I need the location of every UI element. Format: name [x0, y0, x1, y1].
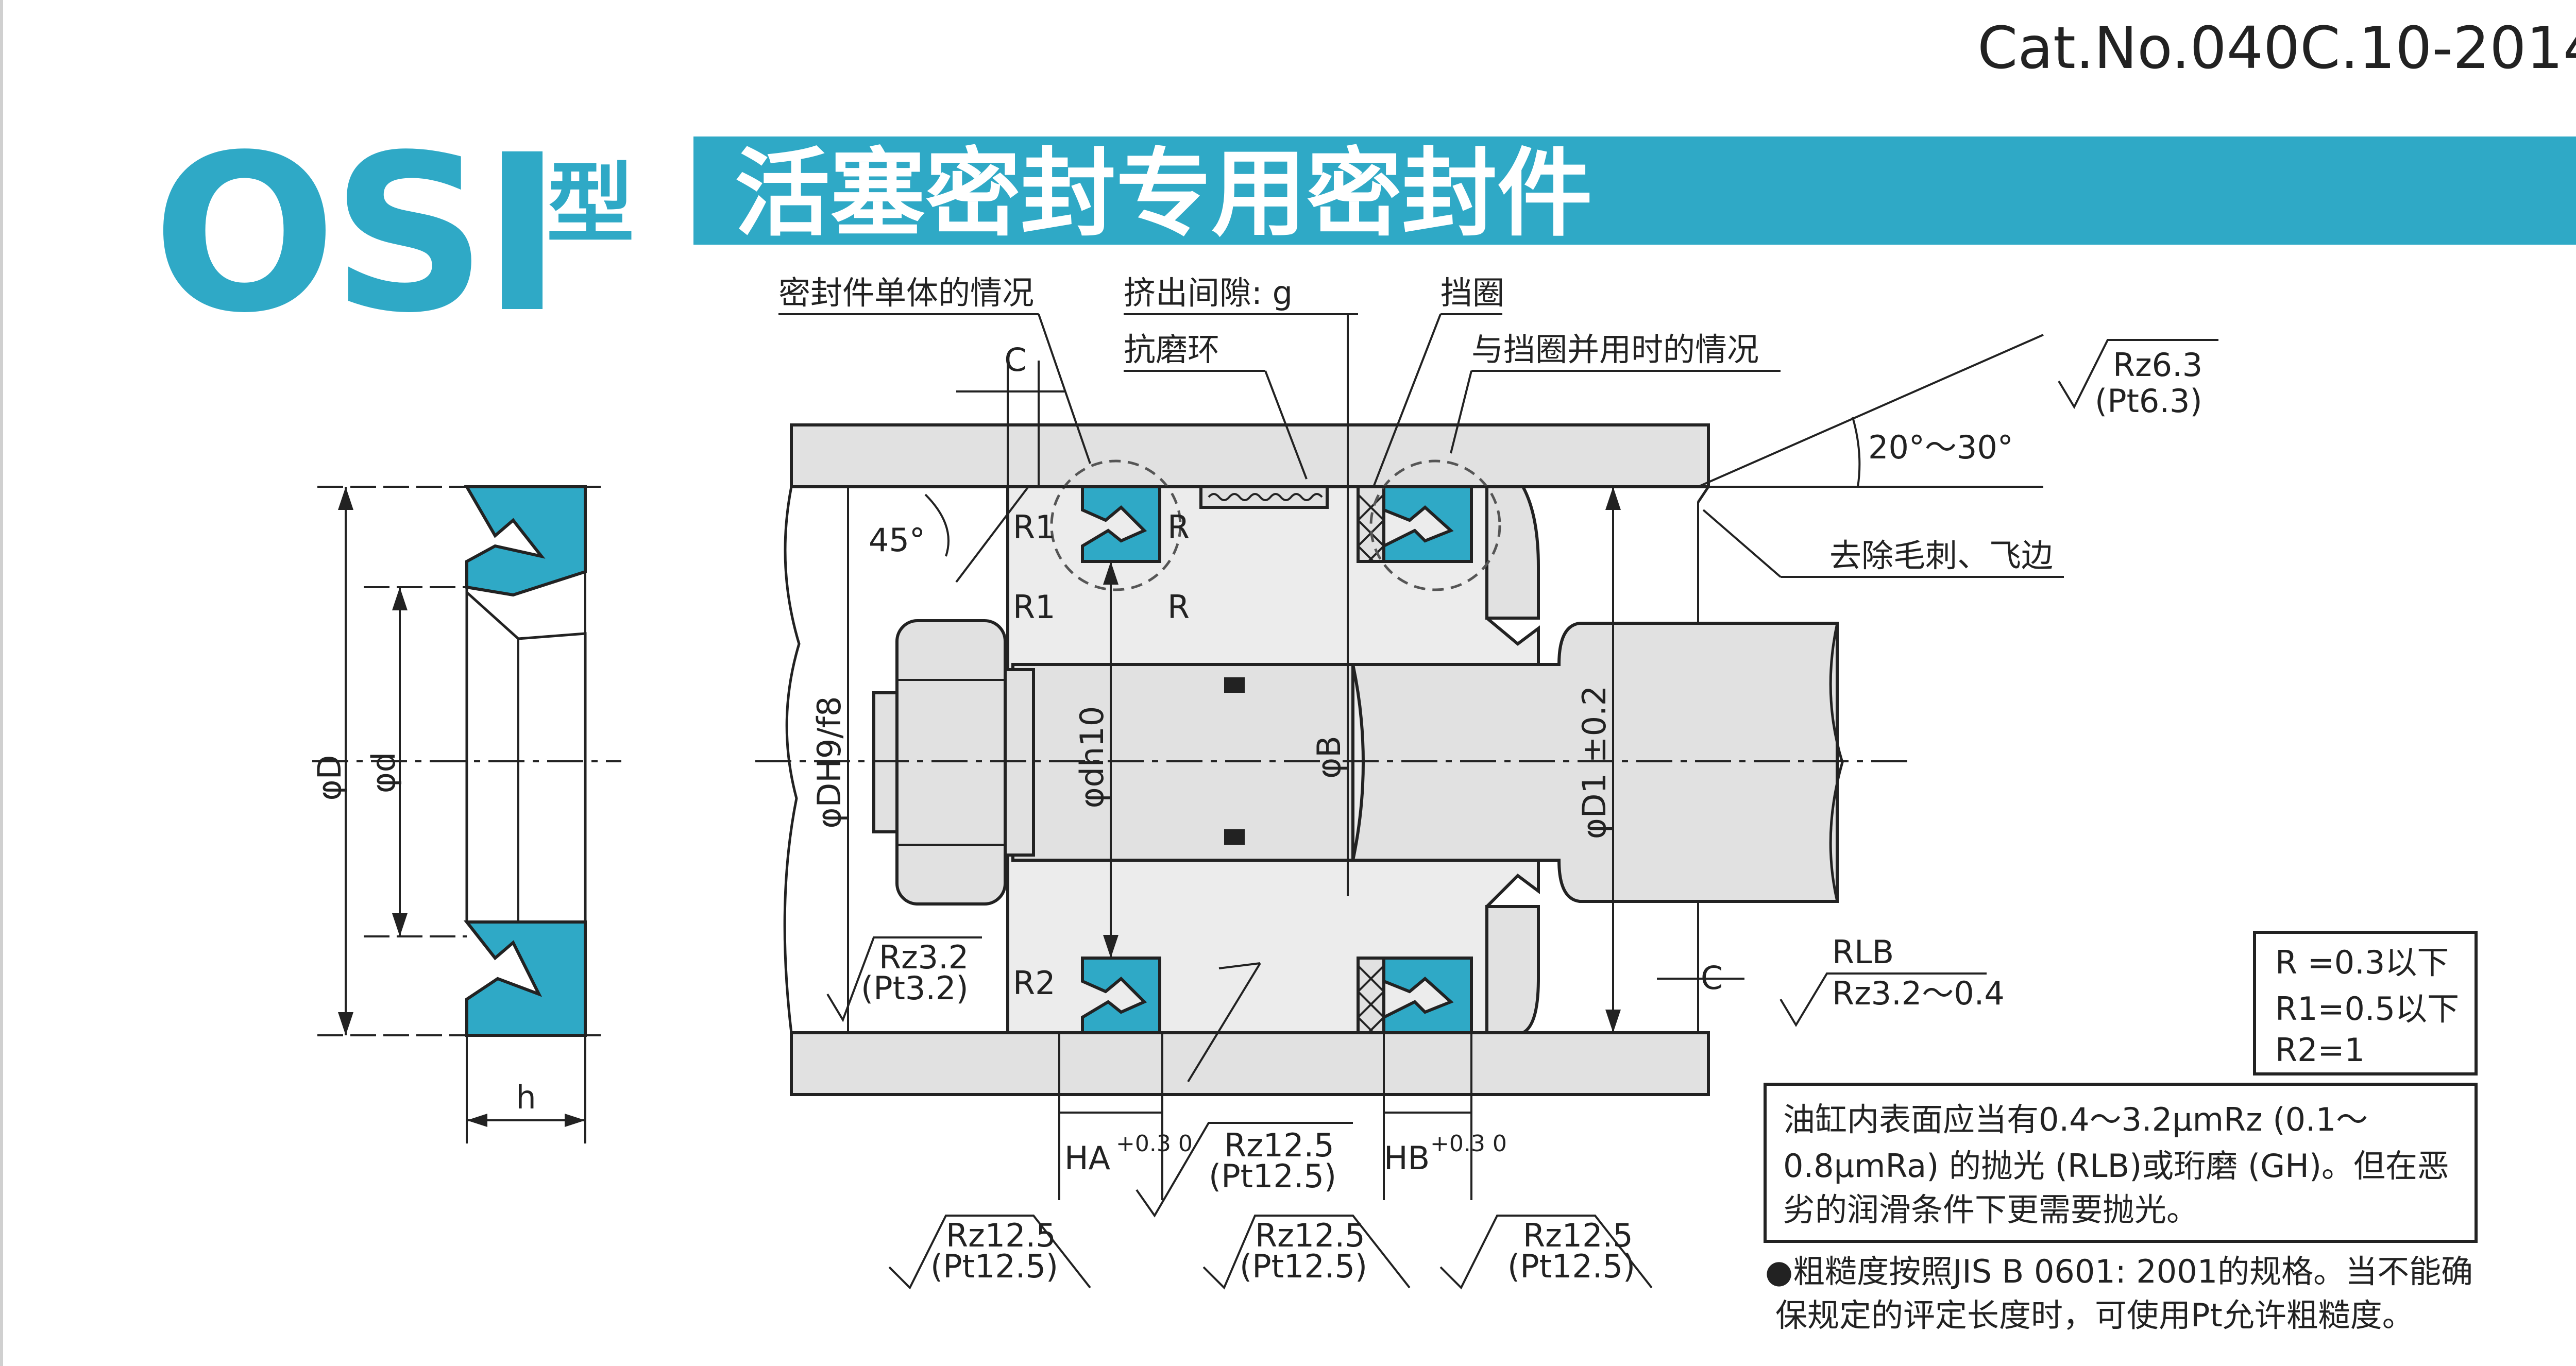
roughness-bottom-3-rz: Rz12.5: [1523, 1217, 1633, 1254]
footnote-line-1: ●粗糙度按照JIS B 0601: 2001的规格。当不能确: [1765, 1253, 2473, 1290]
roughness-left-mid-rz: Rz3.2: [879, 938, 969, 976]
note-box: 油缸内表面应当有0.4～3.2μmRz (0.1～ 0.8μmRa) 的抛光 (…: [1764, 1083, 2478, 1243]
cylinder-wall-top: [790, 423, 1710, 488]
seal-cross-section: φD φd h: [311, 485, 621, 1143]
radius-row-r: R =0.3以下: [2275, 944, 2449, 981]
label-r1-a: R1: [1013, 508, 1056, 546]
label-extrusion-gap: 挤出间隙: g: [1124, 274, 1293, 312]
dim-phi-DH9f8: φDH9/f8: [810, 696, 848, 829]
label-backup-ring: 挡圈: [1440, 274, 1504, 312]
roughness-left-mid: Rz3.2 (Pt3.2): [826, 936, 982, 1022]
label-deburr: 去除毛刺、飞边: [1829, 537, 2053, 574]
note-line-3: 劣的润滑条件下更需要抛光。: [1783, 1191, 2198, 1228]
dim-HA-tol: +0.3 0: [1116, 1131, 1193, 1157]
roughness-bottom-2-rz: Rz12.5: [1255, 1217, 1365, 1254]
label-c-right: C: [1701, 959, 1723, 997]
roughness-bottom-3: Rz12.5 (Pt12.5): [1439, 1215, 1653, 1290]
piston-seal-diagram: Cat.No.040C.10-2014 OSI 型 活塞密封专用密封件 φD φ…: [152, 15, 2576, 1334]
dim-phi-d: φd: [365, 752, 402, 793]
dim-HA: HA: [1064, 1139, 1110, 1177]
roughness-bottom-2-pt: (Pt12.5): [1240, 1248, 1367, 1285]
dim-phi-B: φB: [1310, 736, 1348, 778]
roughness-mid-upper-pt: (Pt12.5): [1209, 1157, 1336, 1195]
label-wear-ring: 抗磨环: [1124, 331, 1219, 368]
roughness-right-rlb: RLB Rz3.2～0.4: [1780, 933, 2005, 1027]
dim-phi-D1: φD1 ±0.2: [1575, 686, 1613, 839]
assembly-view: [755, 423, 1909, 1096]
note-line-1: 油缸内表面应当有0.4～3.2μmRz (0.1～: [1783, 1101, 2368, 1138]
dim-HB-tol: +0.3 0: [1430, 1131, 1507, 1157]
radius-row-r2: R2=1: [2275, 1031, 2365, 1069]
roughness-top-right-pt: (Pt6.3): [2095, 382, 2202, 420]
roughness-top-right: Rz6.3 (Pt6.3): [2058, 339, 2218, 420]
seal-top-right: [1382, 485, 1473, 563]
seal-section-bottom: [463, 920, 587, 1037]
seal-bottom-left: [1081, 957, 1161, 1034]
page-title: 活塞密封专用密封件: [735, 138, 1592, 249]
roughness-bottom-1-pt: (Pt12.5): [930, 1248, 1058, 1285]
note-line-2: 0.8μmRa) 的抛光 (RLB)或珩磨 (GH)。但在恶: [1783, 1147, 2449, 1185]
label-c-top: C: [1004, 341, 1026, 379]
radius-row-r1: R1=0.5以下: [2275, 990, 2459, 1028]
label-rlb: RLB: [1832, 933, 1894, 971]
label-single-seal: 密封件单体的情况: [778, 274, 1034, 312]
seal-bottom-right: [1382, 957, 1473, 1034]
label-r1-b: R1: [1013, 588, 1056, 626]
roughness-bottom-3-pt: (Pt12.5): [1507, 1248, 1635, 1285]
o-ring-top: [1224, 677, 1245, 693]
dim-h: h: [516, 1079, 536, 1116]
roughness-top-right-rz: Rz6.3: [2113, 346, 2202, 384]
dim-HB: HB: [1384, 1139, 1430, 1177]
label-r2: R2: [1013, 964, 1056, 1002]
roughness-bottom-1: Rz12.5 (Pt12.5): [888, 1215, 1091, 1290]
seal-top-left: [1081, 485, 1161, 563]
roughness-bottom-2: Rz12.5 (Pt12.5): [1202, 1215, 1411, 1290]
roughness-bottom-1-rz: Rz12.5: [946, 1217, 1056, 1254]
label-r-b: R: [1167, 588, 1190, 626]
cylinder-wall-bottom: [790, 1031, 1710, 1096]
wear-ring-top: [1199, 485, 1329, 509]
roughness-left-mid-pt: (Pt3.2): [861, 969, 969, 1007]
title-bar: [693, 136, 2576, 245]
radius-table: R =0.3以下 R1=0.5以下 R2=1: [2253, 931, 2478, 1075]
dim-phi-dh10: φdh10: [1073, 706, 1111, 808]
dim-phi-D: φD: [311, 755, 348, 801]
label-r-a: R: [1167, 508, 1190, 546]
label-chamfer-angle: 20°～30°: [1868, 429, 2013, 466]
footnote-line-2: 保规定的评定长度时，可使用Pt允许粗糙度。: [1775, 1296, 2414, 1334]
seal-section-top: [464, 485, 587, 597]
catalog-number: Cat.No.040C.10-2014: [1977, 15, 2576, 82]
roughness-right-rlb-rz: Rz3.2～0.4: [1832, 975, 2005, 1012]
label-45-deg: 45°: [869, 521, 925, 559]
label-with-backup-ring: 与挡圈并用时的情况: [1471, 331, 1759, 368]
o-ring-bottom: [1224, 829, 1245, 845]
annotations: 密封件单体的情况 挤出间隙: g 抗磨环 挡圈 与挡圈并用时的情况 C 45° …: [778, 274, 2064, 1200]
model-name: OSI: [152, 109, 557, 361]
roughness-mid-upper-rz: Rz12.5: [1224, 1126, 1334, 1164]
model-suffix: 型: [547, 153, 634, 255]
roughness-mid-upper: Rz12.5 (Pt12.5): [1136, 962, 1353, 1218]
